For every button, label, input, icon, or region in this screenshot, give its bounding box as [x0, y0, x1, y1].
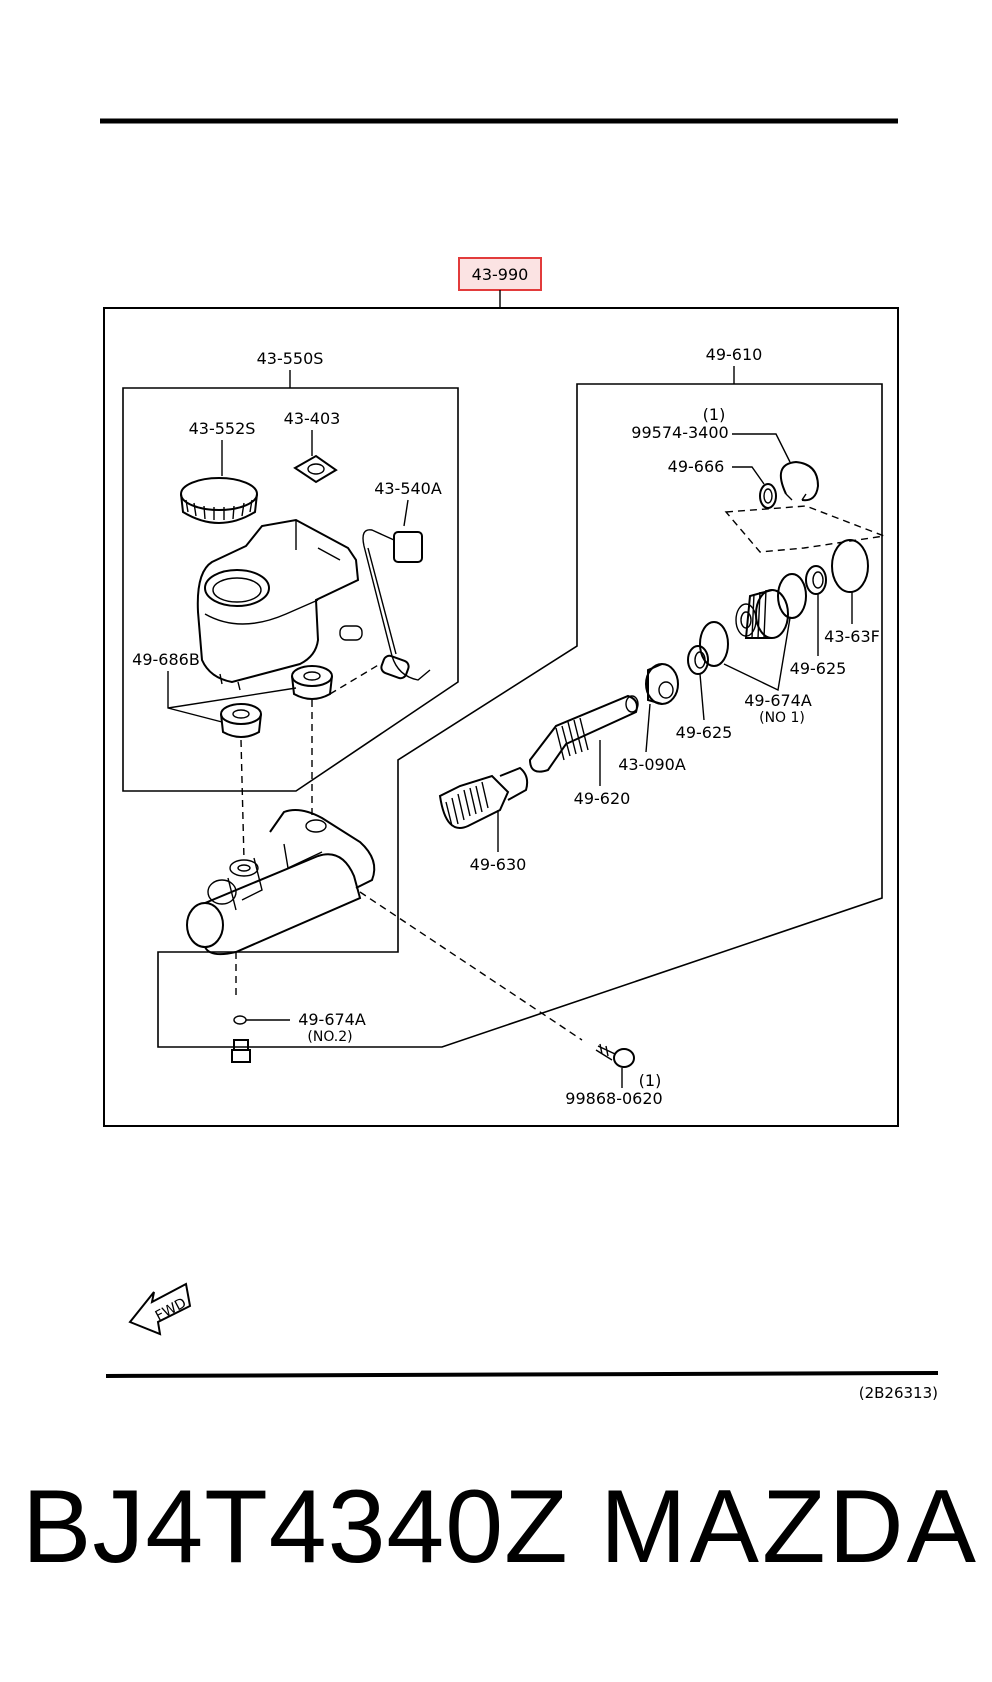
- reservoir-seal-drawing[interactable]: [293, 454, 338, 484]
- primary-piston-drawing[interactable]: [528, 694, 639, 773]
- seal-label[interactable]: 43-403: [284, 409, 341, 428]
- cup-lower-drawing[interactable]: [687, 645, 709, 675]
- bushings-label[interactable]: 49-686B: [132, 650, 200, 669]
- master-cylinder-body-drawing[interactable]: [186, 809, 376, 956]
- cup-lower-label[interactable]: 49-625: [676, 723, 733, 742]
- o-ring-no1-label[interactable]: 49-674A: [744, 691, 812, 710]
- o-ring-large-drawing[interactable]: [831, 539, 869, 593]
- footer: BJ4T4340Z MAZDA: [0, 1475, 992, 1625]
- bushing-upper-drawing[interactable]: [291, 665, 333, 700]
- o-ring-no1-drawing[interactable]: [699, 573, 807, 667]
- bottom-rule: [105, 1371, 939, 1378]
- washer-label[interactable]: 49-666: [668, 457, 725, 476]
- mounting-bolt-drawing[interactable]: [595, 1043, 635, 1068]
- assembly-frame: [103, 307, 899, 1127]
- cap-label[interactable]: 43-552S: [189, 419, 256, 438]
- o-ring-no2-note[interactable]: (NO.2): [307, 1029, 352, 1045]
- piston-seal-drawing[interactable]: [735, 589, 789, 639]
- part-number: BJ4T4340Z: [22, 1469, 569, 1585]
- cup-upper-drawing[interactable]: [805, 565, 827, 595]
- bleeder-screw-drawing[interactable]: [231, 1039, 251, 1063]
- o-ring-large-label[interactable]: 43-63F: [824, 627, 880, 646]
- washer-drawing[interactable]: [759, 483, 777, 509]
- connector-label[interactable]: 43-540A: [374, 479, 442, 498]
- snap-ring-drawing[interactable]: [779, 460, 820, 502]
- bolt-qty[interactable]: (1): [639, 1071, 662, 1090]
- reservoir-group-label[interactable]: 43-550S: [257, 349, 324, 368]
- snap-ring-label[interactable]: 99574-3400: [631, 423, 728, 442]
- primary-piston-label[interactable]: 49-620: [574, 789, 631, 808]
- forward-direction-arrow: FWD: [128, 1282, 192, 1336]
- cup-upper-label[interactable]: 49-625: [790, 659, 847, 678]
- boot-label[interactable]: 43-090A: [618, 755, 686, 774]
- brand-name: MAZDA: [600, 1469, 979, 1585]
- snap-ring-qty[interactable]: (1): [703, 405, 726, 424]
- bolt-label[interactable]: 99868-0620: [565, 1089, 662, 1108]
- reservoir-group-frame: [122, 387, 459, 792]
- o-ring-no2-drawing[interactable]: [233, 1015, 247, 1025]
- piston-kit-group-label[interactable]: 49-610: [706, 345, 763, 364]
- secondary-piston-drawing[interactable]: [438, 766, 529, 829]
- o-ring-no2-label[interactable]: 49-674A: [298, 1010, 366, 1029]
- reservoir-connector-drawing[interactable]: [362, 529, 431, 681]
- secondary-piston-label[interactable]: 49-630: [470, 855, 527, 874]
- boot-drawing[interactable]: [645, 663, 679, 705]
- reservoir-cap-drawing[interactable]: [180, 477, 258, 524]
- o-ring-no1-note[interactable]: (NO 1): [759, 710, 805, 726]
- diagram-reference: (2B26313): [859, 1384, 938, 1402]
- reservoir-tank-drawing[interactable]: [196, 518, 363, 691]
- bushing-lower-drawing[interactable]: [220, 703, 262, 738]
- piston-kit-group-frame: [157, 383, 883, 1048]
- assembly-part-label[interactable]: 43-990: [472, 265, 529, 284]
